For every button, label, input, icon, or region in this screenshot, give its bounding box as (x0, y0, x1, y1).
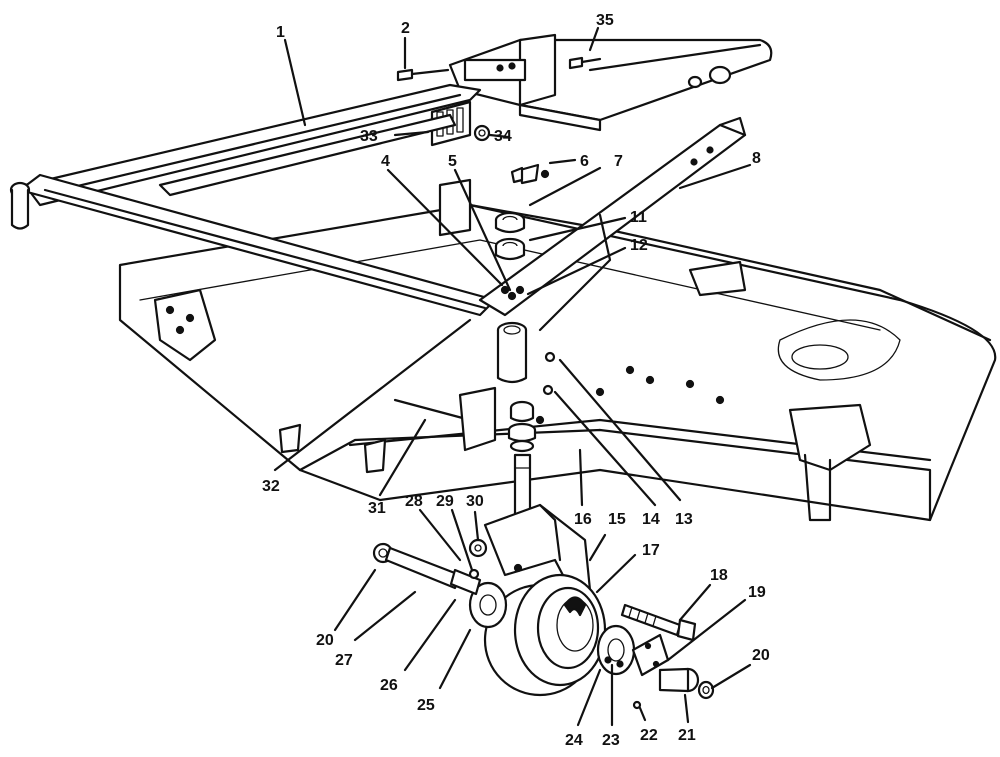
callout-27: 27 (335, 652, 353, 669)
callout-14: 14 (642, 511, 660, 528)
callout-6: 6 (580, 153, 589, 170)
callout-8: 8 (752, 150, 761, 167)
callout-34: 34 (494, 128, 512, 145)
callout-31: 31 (368, 500, 386, 517)
callout-13: 13 (675, 511, 693, 528)
callout-12: 12 (630, 237, 648, 254)
axle-hardware (372, 538, 715, 710)
mower-deck (118, 178, 997, 522)
callout-18: 18 (710, 567, 728, 584)
callout-15: 15 (608, 511, 626, 528)
callout-32: 32 (262, 478, 280, 495)
caster-pivot-stack (494, 163, 556, 522)
hitch-assembly (396, 33, 773, 147)
callout-30: 30 (466, 493, 484, 510)
callout-33: 33 (360, 128, 378, 145)
callout-20-right: 20 (752, 647, 770, 664)
callout-28: 28 (405, 493, 423, 510)
callout-24: 24 (565, 732, 583, 749)
callout-35: 35 (596, 12, 614, 29)
callout-17: 17 (642, 542, 660, 559)
callout-20-left: 20 (316, 632, 334, 649)
callout-29: 29 (436, 493, 454, 510)
callout-22: 22 (640, 727, 658, 744)
callout-5: 5 (448, 153, 457, 170)
caster-wheel (468, 573, 636, 697)
callout-25: 25 (417, 697, 435, 714)
callout-23: 23 (602, 732, 620, 749)
callout-1: 1 (276, 24, 285, 41)
callout-labels: 1 2 35 33 34 4 5 6 7 8 11 12 32 31 28 29… (262, 12, 770, 749)
callout-19: 19 (748, 584, 766, 601)
callout-4: 4 (381, 153, 390, 170)
callout-7: 7 (614, 153, 623, 170)
callout-11: 11 (630, 209, 647, 226)
callout-leaders (273, 26, 752, 727)
callout-16: 16 (574, 511, 592, 528)
callout-21: 21 (678, 727, 696, 744)
callout-26: 26 (380, 677, 398, 694)
callout-2: 2 (401, 20, 410, 37)
